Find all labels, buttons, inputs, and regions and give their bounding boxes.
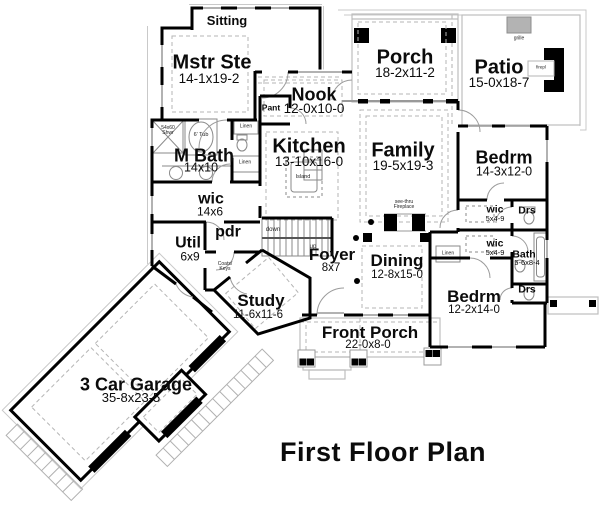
room-dims-wic-1: 5x4-9 [485,214,505,224]
room-dims-nook: 12-0x10-0 [283,100,345,116]
room-name-m-bath: M Bath [174,145,234,166]
room-dims-util: 6x9 [180,249,200,264]
room-name-mstr-ste: Mstr Ste [172,51,252,74]
room-dims-patio: 15-0x18-7 [468,74,530,90]
room-name-wic-2: wic [486,237,504,250]
door-arcs [175,71,529,316]
room-name-drs-2: Drs [518,283,536,296]
room-name-study: Study [237,291,285,311]
room-name-porch: Porch [376,46,434,69]
island-label: Island [295,174,311,181]
room-name-front-porch: Front Porch [321,323,419,343]
shower-label: 54x60 Shwr [161,124,175,136]
coats-keys-label: Coats/ Keys [217,260,233,272]
room-dims-foyer: 8x7 [321,261,341,274]
fireplace-label: firepl [536,64,546,70]
see-thru-fireplace [384,213,426,232]
room-name-patio: Patio [474,56,524,79]
room-dims-garage: 35-8x23-5 [101,390,161,406]
stairs-up-label: up [309,243,317,250]
room-dims-bath-2: 5-6x8-4 [514,258,540,268]
room-name-bath-2: Bath [512,248,536,261]
room-name-wic-1: wic [486,203,504,216]
walls [150,6,549,349]
room-dims-m-bath: 14x10 [183,160,219,175]
grille-box [506,16,532,34]
room-dims-front-porch: 22-0x8-0 [345,338,391,351]
stairs-down-label: down [265,226,281,233]
front-porch-columns [297,300,596,368]
room-dims-family: 19-5x19-3 [372,157,434,173]
tub-label: 6' Tub [193,132,209,139]
linen-label-2: Linen [238,159,252,166]
room-name-bedrm-right: Bedrm [475,147,533,168]
room-name-foyer: Foyer [308,245,356,265]
room-name-dining: Dining [370,251,424,271]
pantry-label: Pant [261,102,281,113]
family-window-wall [353,99,458,104]
room-dims-bedrm-right: 14-3x12-0 [475,164,533,179]
room-dims-wic-2: 5x4-9 [485,248,505,258]
linen-label-3: Linen [441,250,455,257]
fixtures [152,100,548,301]
room-dims-kitchen: 13-10x16-0 [274,153,344,169]
room-dims-dining: 12-8x15-0 [371,268,423,281]
room-name-pdr: pdr [215,223,241,241]
plan-title: First Floor Plan [279,436,487,467]
room-name-bedrm-lower: Bedrm [447,287,501,307]
fireplace-label-box [527,60,555,77]
room-name-drs-1: Drs [518,204,536,217]
room-dims-study: 11-6x11-6 [232,308,284,321]
window-marks [149,5,548,348]
room-dims-bedrm-lower: 12-2x14-0 [448,303,500,316]
room-name-wic-master: wic [198,190,224,208]
room-name-nook: Nook [291,84,337,105]
room-dims-wic-master: 14x6 [196,204,224,219]
linen-label-1: Linen [239,123,253,130]
column-dots [353,219,429,284]
room-dims-mstr-ste: 14-1x19-2 [178,70,240,86]
room-dims-porch: 18-2x11-2 [375,64,435,80]
porch-posts [354,28,456,43]
room-name-family: Family [371,139,435,162]
room-name-kitchen: Kitchen [272,135,346,158]
grille-label: grille [513,35,525,42]
room-name-util: Util [175,234,201,252]
room-name-sitting: Sitting [206,13,248,29]
room-name-garage: 3 Car Garage [79,374,193,395]
see-thru-fireplace-label: see-thru Fireplace [393,198,415,210]
